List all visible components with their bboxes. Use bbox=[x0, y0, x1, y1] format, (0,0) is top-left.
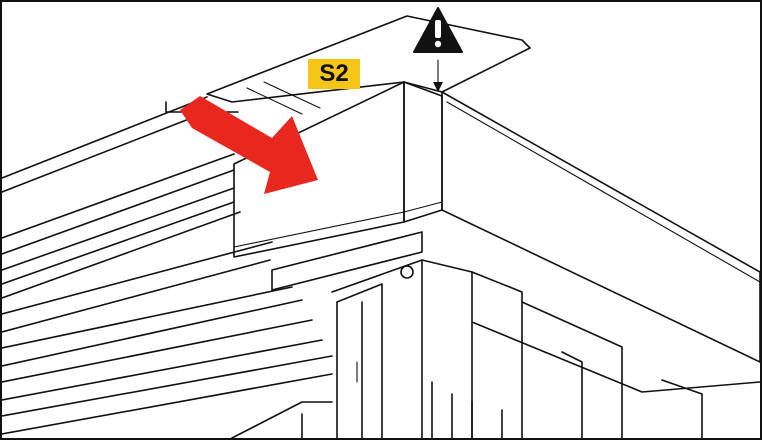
insert-part-front bbox=[233, 81, 405, 258]
front-panel bbox=[441, 91, 760, 363]
step-badge-label: S2 bbox=[319, 60, 349, 87]
front-panel-top bbox=[441, 91, 760, 363]
cover-plate-body bbox=[206, 15, 531, 103]
pointer-arrow-icon bbox=[433, 59, 443, 92]
insert-part-side bbox=[403, 81, 443, 223]
insert-part bbox=[233, 81, 443, 258]
left-rails bbox=[2, 96, 333, 435]
push-arrow-icon bbox=[180, 96, 318, 194]
warning-triangle-icon bbox=[413, 7, 463, 53]
base-tray bbox=[231, 231, 760, 438]
step-badge-background bbox=[308, 59, 360, 89]
cover-plate bbox=[206, 15, 531, 115]
